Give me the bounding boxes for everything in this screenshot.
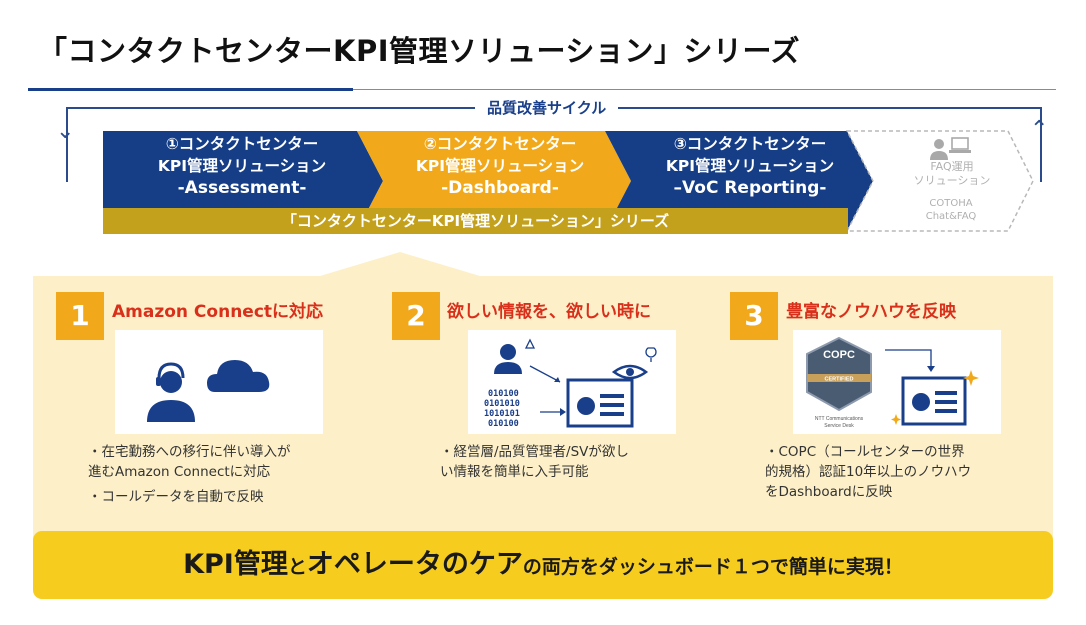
step-line: ③コンタクトセンター <box>673 135 827 153</box>
faq-user-laptop-icon <box>930 137 971 160</box>
step-line: ①コンタクトセンター <box>165 135 319 153</box>
title-rule-thin <box>353 89 1056 90</box>
step-line: KPI管理ソリューション <box>157 157 327 175</box>
copc-caption: NTT Communications <box>815 416 864 422</box>
faq-line: FAQ運用 <box>930 160 974 173</box>
banner-part: と <box>287 556 307 578</box>
binary-row: 010100 <box>488 389 519 399</box>
banner-part: の両方をダッシュボード１つで簡単に実現！ <box>522 556 903 578</box>
banner-part: オペレータのケア <box>306 549 523 580</box>
step-line: -Dashboard- <box>441 178 559 198</box>
feature-bullet: ・コールデータを自動で反映 <box>88 489 264 505</box>
feature-bullet: 的規格）認証10年以上のノウハウ <box>765 464 972 480</box>
step-line: ②コンタクトセンター <box>423 135 577 153</box>
faq-label: FAQ運用 ソリューション <box>896 160 1008 188</box>
copc-logo-text: COPC <box>823 349 855 361</box>
feature-number-2: 2 <box>392 292 440 340</box>
user-dashboard-icon: 010100 0101010 1010101 010100 <box>484 338 657 429</box>
faq-sub-line: Chat&FAQ <box>925 211 977 222</box>
operator-cloud-icon <box>147 360 270 422</box>
step-dashboard: ②コンタクトセンター KPI管理ソリューション -Dashboard- <box>380 133 620 199</box>
arrow-down-icon: ⌄ <box>56 119 75 144</box>
feature-bullet: をDashboardに反映 <box>765 484 893 500</box>
feature-image-1 <box>115 330 323 434</box>
copc-dashboard-icon: COPC CERTIFIED NTT Communications Servic… <box>806 336 979 429</box>
feature-image-3: COPC CERTIFIED NTT Communications Servic… <box>793 330 1001 434</box>
binary-row: 1010101 <box>484 409 520 419</box>
step-line: -Assessment- <box>177 178 307 198</box>
chevron-assessment <box>103 131 383 231</box>
feature-number-1: 1 <box>56 292 104 340</box>
sparkle-icon <box>891 414 901 425</box>
quality-cycle-label: 品質改善サイクル <box>475 97 619 118</box>
feature-image-2: 010100 0101010 1010101 010100 <box>468 330 676 434</box>
page-title: 「コンタクトセンターKPI管理ソリューション」シリーズ <box>38 34 800 68</box>
feature-bullet: ・経営層/品質管理者/SVが欲し <box>440 444 629 460</box>
step-line: KPI管理ソリューション <box>415 157 585 175</box>
feature-bullet: ・COPC（コールセンターの世界 <box>765 444 965 460</box>
copc-ribbon-text: CERTIFIED <box>824 377 853 383</box>
binary-row: 010100 <box>488 419 519 429</box>
feature-heading-2: 欲しい情報を、欲しい時に <box>447 302 651 322</box>
feature-bullet: ・在宅勤務への移行に伴い導入が <box>88 444 291 460</box>
series-bar: 「コンタクトセンターKPI管理ソリューション」シリーズ <box>103 208 848 234</box>
solution-chevrons <box>103 130 1034 232</box>
step-line: –VoC Reporting- <box>673 178 827 198</box>
arrow-up-icon: ⌃ <box>1030 117 1049 142</box>
faq-product: COTOHA Chat&FAQ <box>906 197 996 223</box>
step-voc-reporting: ③コンタクトセンター KPI管理ソリューション –VoC Reporting- <box>630 133 870 199</box>
chevron-voc <box>605 131 873 231</box>
faq-line: ソリューション <box>913 174 991 187</box>
chevron-faq <box>845 130 1034 232</box>
chevron-dashboard <box>357 131 631 231</box>
faq-sub-line: COTOHA <box>929 198 973 209</box>
step-assessment: ①コンタクトセンター KPI管理ソリューション -Assessment- <box>112 133 372 199</box>
feature-bullet: 進むAmazon Connectに対応 <box>88 464 271 480</box>
feature-bullet: い情報を簡単に入手可能 <box>440 464 589 480</box>
copc-caption: Service Desk <box>824 423 854 429</box>
summary-banner: KPI管理とオペレータのケアの両方をダッシュボード１つで簡単に実現！ <box>33 531 1053 599</box>
banner-part: KPI管理 <box>183 549 288 580</box>
binary-row: 0101010 <box>484 399 520 409</box>
sparkle-icon <box>963 370 979 386</box>
title-rule <box>28 88 353 91</box>
feature-heading-3: 豊富なノウハウを反映 <box>786 302 956 322</box>
step-line: KPI管理ソリューション <box>665 157 835 175</box>
feature-number-3: 3 <box>730 292 778 340</box>
feature-heading-1: Amazon Connectに対応 <box>112 302 324 322</box>
